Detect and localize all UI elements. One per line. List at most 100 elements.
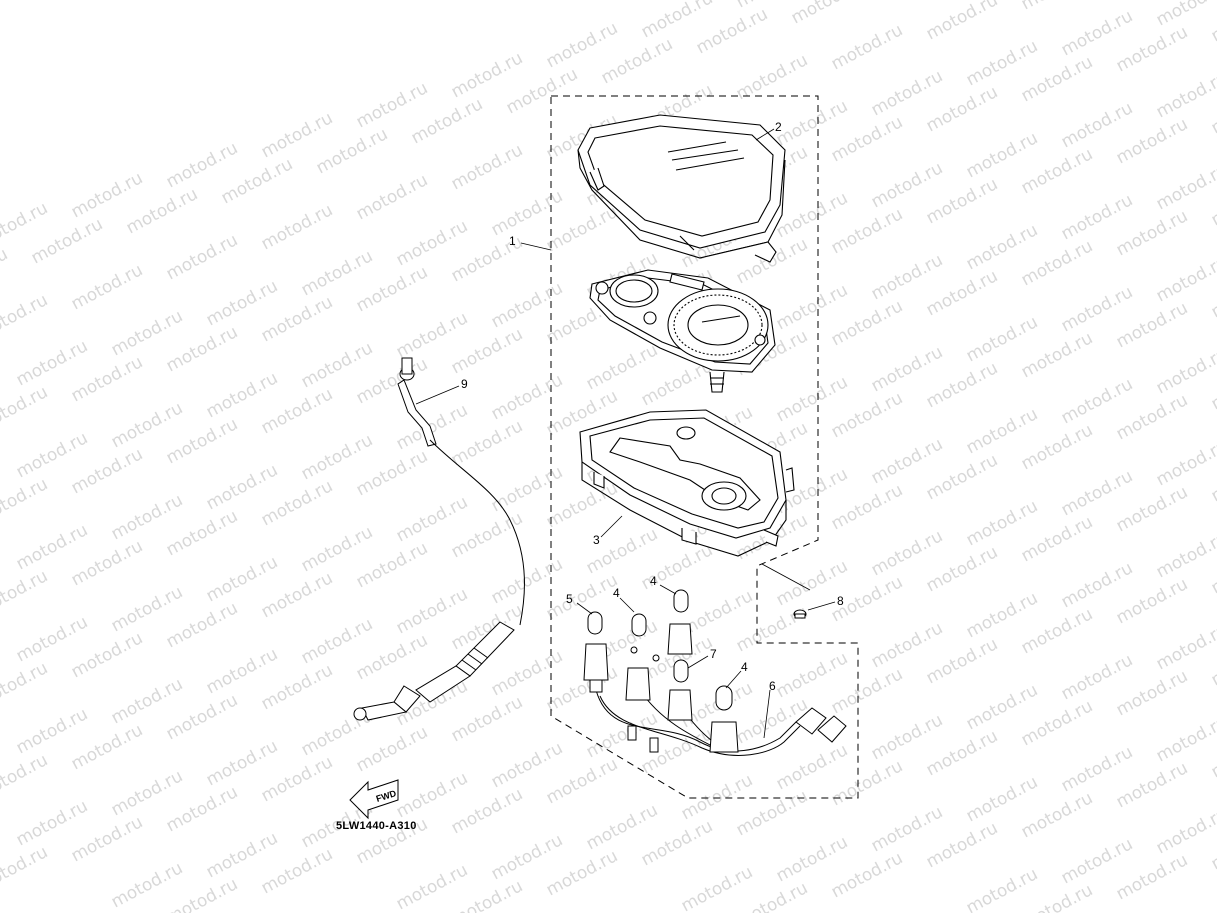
watermark-text: motod.ru [258,568,336,622]
watermark-text: motod.ru [1113,22,1191,76]
watermark-text: motod.ru [163,230,241,284]
watermark-text: motod.ru [828,296,906,350]
watermark-text: motod.ru [828,756,906,810]
watermark-text: motod.ru [353,170,431,224]
watermark-text: motod.ru [408,94,486,148]
watermark-text: motod.ru [258,292,336,346]
watermark-text: motod.ru [353,446,431,500]
callout-7: 7 [710,647,717,661]
watermark-text: motod.ru [448,508,526,562]
watermark-text: motod.ru [828,848,906,902]
watermark-text: motod.ru [1113,574,1191,628]
callout-5: 5 [566,592,573,606]
watermark-text: motod.ru [1113,850,1191,904]
watermark-text: motod.ru [1018,512,1096,566]
watermark-text: motod.ru [393,860,471,913]
watermark-text: motod.ru [218,154,296,208]
watermark-text: motod.ru [68,812,146,866]
watermark-text: motod.ru [448,784,526,838]
watermark-text: motod.ru [448,140,526,194]
watermark-text: motod.ru [543,202,621,256]
watermark-text: motod.ru [0,290,51,344]
watermark-text: motod.ru [923,0,1001,44]
watermark-text: motod.ru [258,660,336,714]
watermark-text: motod.ru [923,634,1001,688]
watermark-text: motod.ru [68,352,146,406]
watermark-text: motod.ru [543,570,621,624]
watermark-text: motod.ru [448,324,526,378]
watermark-text: motod.ru [1153,436,1217,490]
watermark-text: motod.ru [163,322,241,376]
callout-6: 6 [769,679,776,693]
watermark-text: motod.ru [68,444,146,498]
leader-lines [415,128,836,739]
meter-lens-cover [577,114,786,263]
watermark-text: motod.ru [1153,160,1217,214]
watermark-text: motod.ru [638,816,716,870]
watermark-text: motod.ru [733,786,811,840]
watermark-text: motod.ru [258,384,336,438]
watermark-text: motod.ru [1018,788,1096,842]
watermark-text: motod.ru [353,722,431,776]
watermark-text: motod.ru [693,4,771,58]
watermark-text: motod.ru [258,476,336,530]
callout-8: 8 [837,594,844,608]
watermark-text: motod.ru [1153,620,1217,674]
watermark-text: motod.ru [123,184,201,238]
watermark-text: motod.ru [163,506,241,560]
callout-4-lower: 4 [741,660,748,674]
watermark-text: motod.ru [258,200,336,254]
watermark-text: motod.ru [923,358,1001,412]
meter-face [589,269,776,393]
watermark-text: motod.ru [923,82,1001,136]
watermark-text: motod.ru [258,844,336,898]
watermark-text: motod.ru [163,414,241,468]
watermark-text: motod.ru [1018,0,1096,14]
watermark-text: motod.ru [68,628,146,682]
callout-1: 1 [509,234,516,248]
watermark-text: motod.ru [923,266,1001,320]
watermark-text: motod.ru [678,862,756,913]
watermark-text: motod.ru [788,0,866,28]
bulb-sockets [583,589,739,753]
watermark-text: motod.ru [923,450,1001,504]
callout-2: 2 [775,120,782,134]
fwd-arrow-icon: FWD [349,779,399,820]
watermark-text: motod.ru [0,244,11,298]
watermark-text: motod.ru [1018,420,1096,474]
watermark-text: motod.ru [1018,144,1096,198]
watermark-text: motod.ru [923,726,1001,780]
watermark-text: motod.ru [598,34,676,88]
watermark-text: motod.ru [1113,206,1191,260]
diagram-code: 5LW1440-A310 [336,820,417,832]
callout-4-upper-middle: 4 [613,586,620,600]
watermark-text: motod.ru [313,124,391,178]
watermark-text: motod.ru [68,536,146,590]
watermark-text: motod.ru [68,720,146,774]
watermark-text: motod.ru [923,818,1001,872]
watermark-text: motod.ru [828,20,906,74]
watermark-text: motod.ru [1018,52,1096,106]
watermark-text: motod.ru [1113,482,1191,536]
watermark-text: motod.ru [1153,528,1217,582]
watermark-text: motod.ru [353,354,431,408]
watermark-text: motod.ru [828,388,906,442]
watermark-text: motod.ru [828,480,906,534]
watermark-text: motod.ru [448,692,526,746]
watermark-text: motod.ru [923,174,1001,228]
watermark-text: motod.ru [1153,0,1217,30]
watermark-text: motod.ru [828,112,906,166]
watermark-text: motod.ru [503,64,581,118]
watermark-text: motod.ru [0,382,51,436]
callout-4-upper-right: 4 [650,574,657,588]
watermark-text: motod.ru [163,782,241,836]
watermark-text: motod.ru [353,262,431,316]
meter-case [579,409,795,557]
watermark-text: motod.ru [543,846,621,900]
wire-harness [595,689,847,756]
watermark-text: motod.ru [1113,758,1191,812]
watermark-text: motod.ru [258,752,336,806]
watermark-text: motod.ru [1208,0,1217,46]
watermark-text: motod.ru [0,566,51,620]
